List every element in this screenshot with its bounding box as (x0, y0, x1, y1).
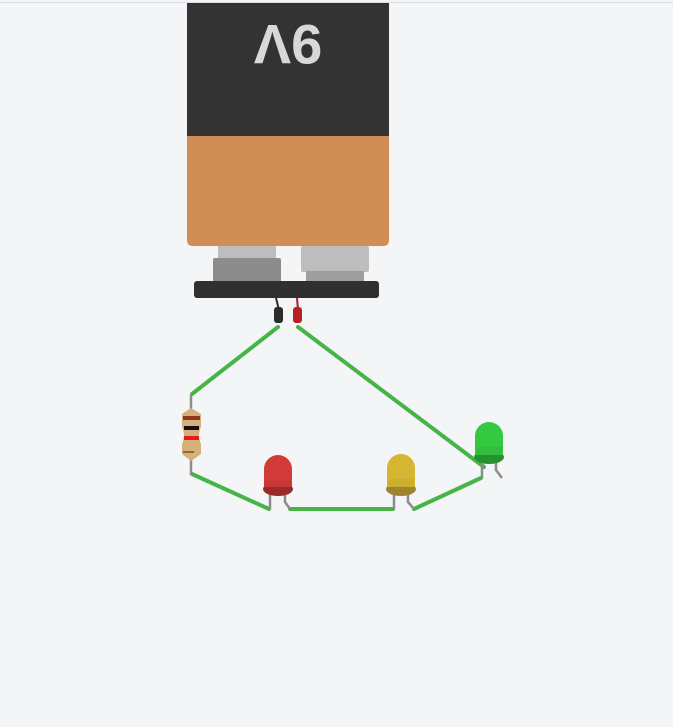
battery-9v[interactable]: 9V (187, 3, 389, 323)
battery-terminal-left-upper (218, 246, 276, 260)
resistor[interactable] (182, 395, 201, 475)
led-green-highlight (476, 447, 502, 455)
wire-positive-to-green-led[interactable] (296, 325, 486, 469)
top-divider (0, 2, 673, 3)
led-red-highlight (265, 480, 291, 487)
battery-terminal-right-upper (301, 246, 369, 272)
battery-positive-clip[interactable] (293, 307, 302, 323)
led-yellow-highlight (388, 479, 414, 487)
resistor-band-4 (183, 451, 194, 453)
resistor-body (182, 408, 201, 461)
battery-top-casing (187, 3, 389, 137)
battery-terminal-left-lower (213, 258, 281, 282)
led-green-dome (475, 422, 503, 455)
wire-yellow-led-to-green-led[interactable] (412, 476, 483, 511)
led-yellow-dome (387, 454, 415, 487)
wires (190, 325, 486, 511)
battery-terminal-right-lower (306, 271, 364, 283)
led-green-lead-right (494, 460, 503, 479)
led-green[interactable] (474, 422, 504, 479)
led-yellow-lead-right (406, 493, 415, 510)
wire-negative-to-resistor[interactable] (190, 325, 280, 396)
led-red-dome (264, 455, 292, 487)
led-red-lead-right (283, 493, 292, 510)
resistor-band-3 (184, 436, 199, 440)
battery-negative-clip[interactable] (274, 307, 283, 323)
wire-resistor-to-red-led[interactable] (190, 472, 271, 511)
resistor-band-1 (183, 416, 200, 420)
resistor-band-2 (184, 426, 199, 430)
led-yellow[interactable] (386, 454, 416, 510)
battery-bottom-casing (187, 136, 389, 246)
led-red[interactable] (263, 455, 293, 510)
battery-connector-base (194, 281, 379, 298)
battery-voltage-label: 9V (254, 13, 323, 76)
